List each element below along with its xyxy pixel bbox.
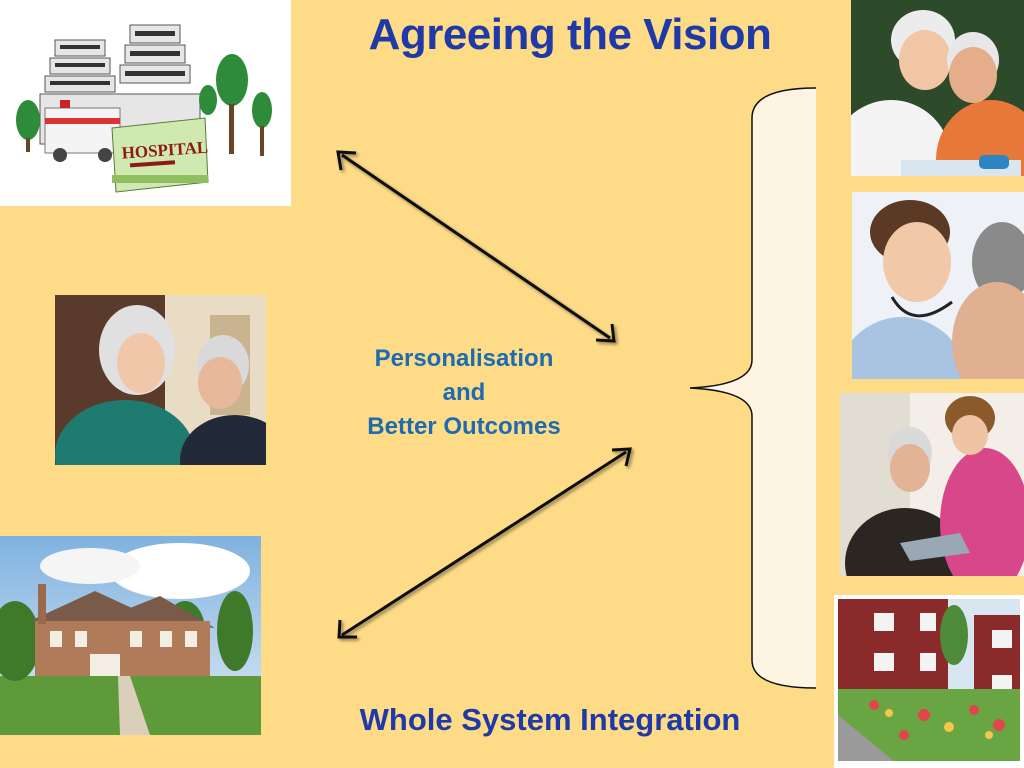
center-line-better-outcomes: Better Outcomes (367, 413, 561, 440)
slide-title: Agreeing the Vision (368, 10, 772, 59)
hospital-image: HOSPITAL (0, 0, 291, 206)
residential-garden-photo (834, 595, 1024, 768)
whole-system-label: Whole System Integration (359, 702, 741, 737)
carer-visit-photo (840, 393, 1024, 576)
house-photo (0, 536, 261, 735)
elderly-couple-photo (55, 295, 266, 465)
nurse-stethoscope-photo (852, 192, 1024, 379)
center-line-personalisation: Personalisation (374, 345, 554, 372)
central-message: Personalisation and Better Outcomes (330, 342, 598, 444)
older-couple-photo (851, 0, 1024, 176)
right-brace (689, 87, 817, 689)
upper-double-arrow (336, 150, 616, 343)
lower-double-arrow (337, 447, 632, 639)
center-line-and: and (442, 379, 486, 406)
